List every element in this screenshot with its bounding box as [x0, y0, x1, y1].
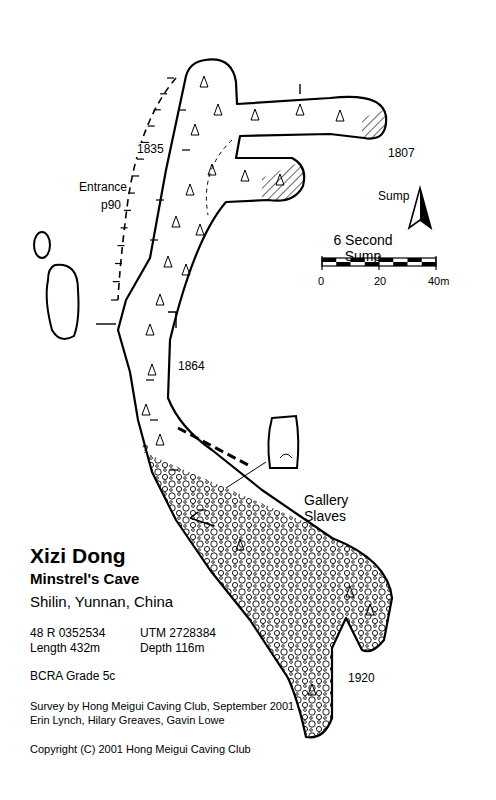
- boulder-symbol: [164, 256, 172, 267]
- scale-bar-segment: [408, 258, 422, 262]
- boulder-symbol: [241, 170, 249, 181]
- cave-outline: [118, 59, 392, 737]
- boulder-symbol: [196, 224, 204, 235]
- survey-station: 1835: [136, 143, 165, 157]
- boulder-symbol: [172, 216, 180, 227]
- survey-grade: BCRA Grade 5c: [30, 670, 115, 684]
- surveyor-names: Erin Lynch, Hilary Greaves, Gavin Lowe: [30, 714, 225, 727]
- slope-tick: [182, 149, 190, 150]
- map-title: Xizi Dong: [30, 544, 126, 568]
- passage-texture: [120, 108, 420, 760]
- boulder-symbol: [208, 164, 216, 175]
- grid-reference: 48 R 0352534: [30, 627, 105, 641]
- survey-credit: Survey by Hong Meigui Caving Club, Septe…: [30, 700, 294, 713]
- pitch-tick: [167, 77, 174, 78]
- boulder-symbol: [236, 539, 244, 550]
- north-arrow: [409, 188, 431, 228]
- pitch-tick: [128, 192, 135, 193]
- survey-station: 1807: [388, 147, 415, 161]
- detached-outline: [47, 265, 79, 339]
- pitch-tick: [118, 245, 125, 246]
- scale-bar-segment: [422, 262, 436, 266]
- pitch-tick: [160, 93, 167, 94]
- boulder-symbol: [366, 604, 374, 615]
- pitch-tick: [154, 109, 161, 110]
- pitch-tick: [132, 175, 139, 176]
- slope-tick: [146, 379, 154, 380]
- pitch-tick: [121, 227, 128, 228]
- boulder-symbol: [251, 109, 259, 120]
- boulder-symbol: [156, 294, 164, 305]
- passage-name: Gallery Slaves: [304, 492, 370, 524]
- overhead-edge: [178, 428, 250, 466]
- scale-bar-segment: [322, 258, 336, 262]
- boulder-symbol: [346, 586, 354, 597]
- pitch-tick: [111, 299, 118, 300]
- cave-depth: Depth 116m: [140, 642, 204, 656]
- boulder-symbol: [214, 104, 222, 115]
- boulder-symbol: [146, 324, 154, 335]
- boulder-symbol: [191, 124, 199, 135]
- north-arrow: [409, 188, 431, 228]
- entrance-label: Entrance: [78, 181, 128, 195]
- grid-reference: UTM 2728384: [140, 627, 216, 641]
- slope-tick: [198, 509, 206, 510]
- slope-tick: [156, 199, 164, 200]
- inset-section: [268, 416, 298, 468]
- north-arrow: [420, 188, 431, 228]
- pitch-tick: [148, 125, 155, 126]
- subtitle: Minstrel's Cave: [30, 570, 139, 587]
- slope-tick: [150, 239, 158, 240]
- scale-bar-segment: [393, 262, 407, 266]
- pitch-tick: [113, 281, 120, 282]
- boulder-symbol: [308, 684, 316, 695]
- survey-station: 1920: [348, 672, 375, 686]
- boulder-symbol: [336, 110, 344, 121]
- sump-label: 6 Second Sump: [318, 232, 408, 264]
- overhead-edge: [206, 140, 232, 215]
- scale-tick: [435, 256, 436, 270]
- scale-number: 40m: [428, 275, 449, 288]
- survey-station: 1864: [178, 360, 205, 374]
- section-line: [96, 323, 116, 324]
- scale-number: 20: [374, 275, 386, 288]
- sump-label: Sump: [378, 190, 409, 204]
- leader-line: [226, 462, 266, 488]
- boulder-symbols: [142, 76, 374, 695]
- boulder-symbol: [142, 404, 150, 415]
- section-line: [168, 312, 176, 328]
- copyright-note: Copyright (C) 2001 Hong Meigui Caving Cl…: [30, 743, 251, 756]
- detached-outline: [34, 232, 50, 258]
- boulder-symbol: [186, 184, 194, 195]
- boulder-symbol: [148, 364, 156, 375]
- boulder-symbol: [276, 174, 284, 185]
- sump-pool: [262, 160, 305, 205]
- boulder-symbol: [296, 104, 304, 115]
- unknown-lead: ?: [142, 443, 148, 456]
- boulder-symbol: [200, 76, 208, 87]
- slope-ticks: [146, 110, 206, 510]
- scale-number: 0: [318, 275, 324, 288]
- pitch-tick: [137, 159, 144, 160]
- inset-rocks: [280, 454, 292, 458]
- boulder-symbol: [156, 434, 164, 445]
- slope-tick: [150, 419, 158, 420]
- slope-tick: [170, 469, 178, 470]
- cave-length: Length 432m: [30, 642, 100, 656]
- section-line: [190, 512, 214, 526]
- pitch-tick: [124, 210, 131, 211]
- section-line: [299, 84, 300, 94]
- pitch-depth: p90: [100, 199, 122, 213]
- pitch-tick: [115, 263, 122, 264]
- scale-tick: [321, 256, 322, 270]
- slope-tick: [178, 109, 186, 110]
- location-text: Shilin, Yunnan, China: [30, 593, 173, 610]
